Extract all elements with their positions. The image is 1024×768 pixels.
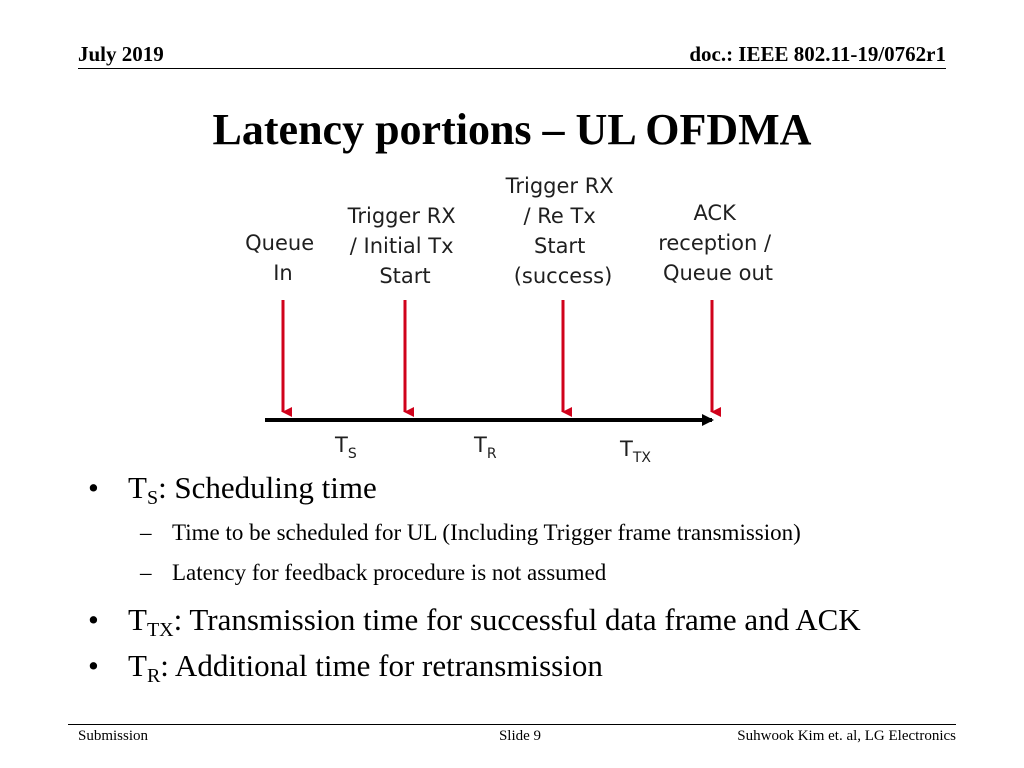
header-rule [78, 68, 946, 69]
interval-label-ts: TS [334, 433, 357, 462]
bullet-tr: • TR: Additional time for retransmission [88, 648, 968, 687]
footer-authors: Suhwook Kim et. al, LG Electronics [737, 728, 956, 744]
bullet-tr-subscript: R [146, 665, 161, 687]
event-label-initial-tx: Trigger RX / Initial Tx Start [347, 204, 463, 288]
bullet-tr-text: : Additional time for retransmission [160, 648, 603, 683]
bullet-ttx-symbol: T [128, 602, 147, 637]
bullet-ttx-text: : Transmission time for successful data … [173, 602, 861, 637]
event-label-queue-in: Queue In [245, 231, 321, 285]
sub-bullet-dash: – [140, 560, 152, 585]
bullet-list: • TS: Scheduling time – Time to be sched… [88, 470, 968, 694]
bullet-ts-subscript: S [146, 487, 159, 509]
header-date: July 2019 [78, 42, 164, 66]
sub-bullet-scheduled: – Time to be scheduled for UL (Including… [88, 516, 968, 550]
interval-label-tr: TR [473, 433, 497, 462]
bullet-ts-symbol: T [128, 470, 147, 505]
footer-slide-number: Slide 9 [498, 728, 542, 744]
bullet-dot: • [88, 470, 99, 505]
bullet-dot: • [88, 602, 99, 637]
sub-bullet-dash: – [140, 520, 152, 545]
bullet-ts: • TS: Scheduling time [88, 470, 968, 509]
bullet-ts-text: : Scheduling time [158, 470, 377, 505]
sub-bullet-feedback-text: Latency for feedback procedure is not as… [172, 560, 607, 585]
footer-rule [68, 724, 956, 725]
bullet-ttx: • TTX: Transmission time for successful … [88, 602, 968, 641]
sub-bullet-feedback: – Latency for feedback procedure is not … [88, 556, 968, 590]
interval-label-ttx: TTX [619, 437, 651, 466]
bullet-ttx-subscript: TX [146, 619, 174, 641]
header-doc-id: doc.: IEEE 802.11-19/0762r1 [689, 42, 946, 66]
sub-bullet-scheduled-text: Time to be scheduled for UL (Including T… [172, 520, 801, 545]
bullet-tr-symbol: T [128, 648, 147, 683]
footer-submission: Submission [78, 728, 149, 744]
bullet-dot: • [88, 648, 99, 683]
slide-title: Latency portions – UL OFDMA [212, 105, 812, 154]
event-label-retx: Trigger RX / Re Tx Start (success) [505, 174, 621, 288]
event-label-ack: ACK reception / Queue out [658, 201, 778, 285]
